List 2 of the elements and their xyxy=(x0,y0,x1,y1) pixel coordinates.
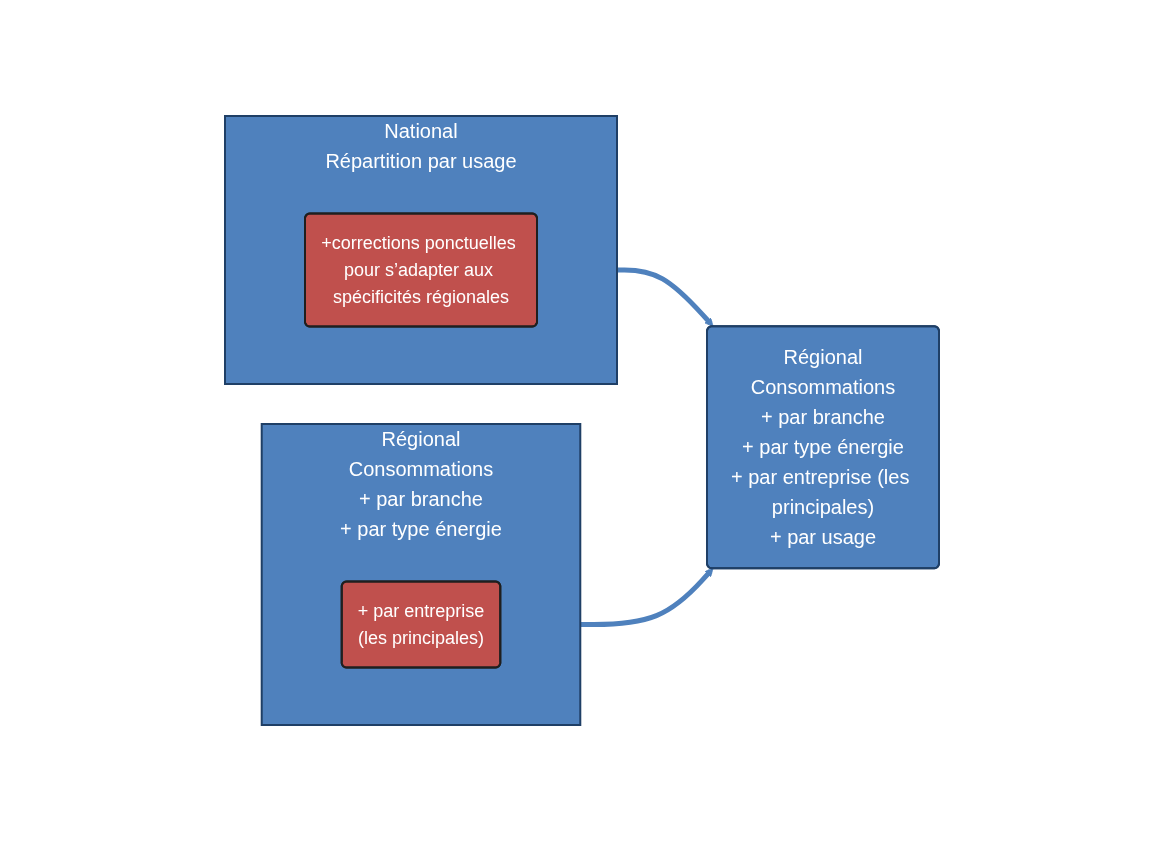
arrow xyxy=(616,267,713,327)
arrow xyxy=(579,567,713,627)
